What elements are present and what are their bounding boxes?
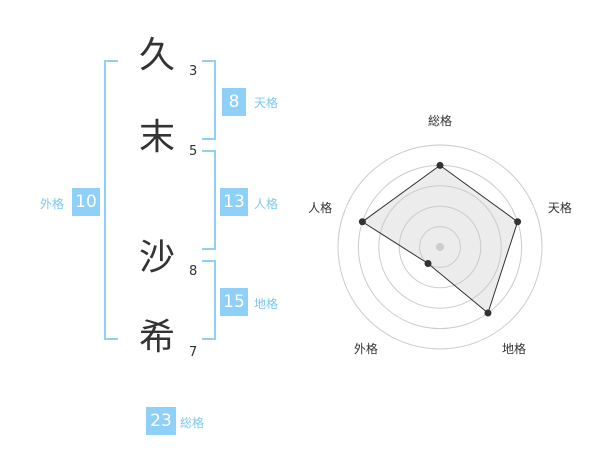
- radar-ring: [398, 205, 482, 289]
- soukaku-label: 総格: [180, 416, 205, 430]
- tenkaku-label: 天格: [254, 96, 279, 110]
- radar-point-3: [484, 309, 492, 317]
- soukaku-value-badge: 23: [146, 407, 176, 435]
- stroke-count-2: 5: [189, 144, 198, 159]
- radar-point-4: [424, 260, 432, 268]
- radar-ring: [419, 226, 461, 268]
- radar-ring: [337, 144, 543, 350]
- chikaku-value-badge: 15: [220, 288, 248, 316]
- stroke-count-1: 3: [189, 64, 198, 79]
- gaikaku-bracket: [104, 60, 118, 340]
- jinkaku-bracket: [202, 150, 216, 250]
- tenkaku-bracket: [202, 60, 216, 140]
- radar-point-1: [436, 161, 444, 169]
- name-char-1: 久: [138, 35, 175, 76]
- radar-axis-label-3: 地格: [502, 341, 526, 356]
- radar-rings: [337, 144, 543, 350]
- tenkaku-value-badge: 8: [222, 88, 246, 116]
- radar-axis-label-2: 天格: [548, 200, 572, 215]
- radar-point-2: [514, 218, 522, 226]
- chikaku-bracket: [202, 260, 216, 340]
- name-char-4: 希: [138, 317, 175, 358]
- radar-axis-label-5: 人格: [308, 200, 332, 215]
- radar-axis-label-1: 総格: [428, 113, 452, 128]
- stroke-count-4: 7: [189, 345, 198, 360]
- radar-point-5: [358, 218, 366, 226]
- chikaku-label: 地格: [254, 297, 279, 311]
- radar-series-polygon: [361, 164, 519, 314]
- name-char-3: 沙: [138, 237, 175, 278]
- jinkaku-label: 人格: [254, 197, 279, 211]
- radar-ring: [378, 185, 502, 309]
- radar-center-dot: [436, 243, 444, 251]
- gaikaku-label: 外格: [40, 197, 65, 211]
- stroke-count-3: 8: [189, 264, 198, 279]
- jinkaku-value-badge: 13: [220, 188, 248, 216]
- name-char-2: 末: [138, 117, 175, 158]
- radar-axis-label-4: 外格: [354, 341, 378, 356]
- radar-polygon-layer: [361, 164, 519, 314]
- radar-points: [358, 161, 522, 317]
- gaikaku-value-badge: 10: [72, 188, 100, 216]
